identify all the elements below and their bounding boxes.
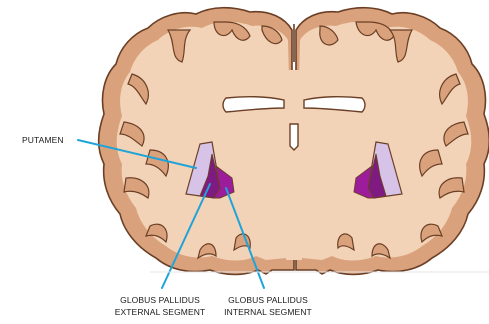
gp-internal-label-line2: INTERNAL SEGMENT bbox=[204, 306, 332, 318]
third-ventricle bbox=[290, 124, 298, 150]
gp-internal-label-line1: GLOBUS PALLIDUS bbox=[204, 294, 332, 306]
gp-internal-label: GLOBUS PALLIDUS INTERNAL SEGMENT bbox=[204, 294, 332, 318]
putamen-label-text: PUTAMEN bbox=[22, 134, 64, 146]
midline-fill bbox=[286, 70, 302, 260]
putamen-label: PUTAMEN bbox=[22, 134, 64, 146]
